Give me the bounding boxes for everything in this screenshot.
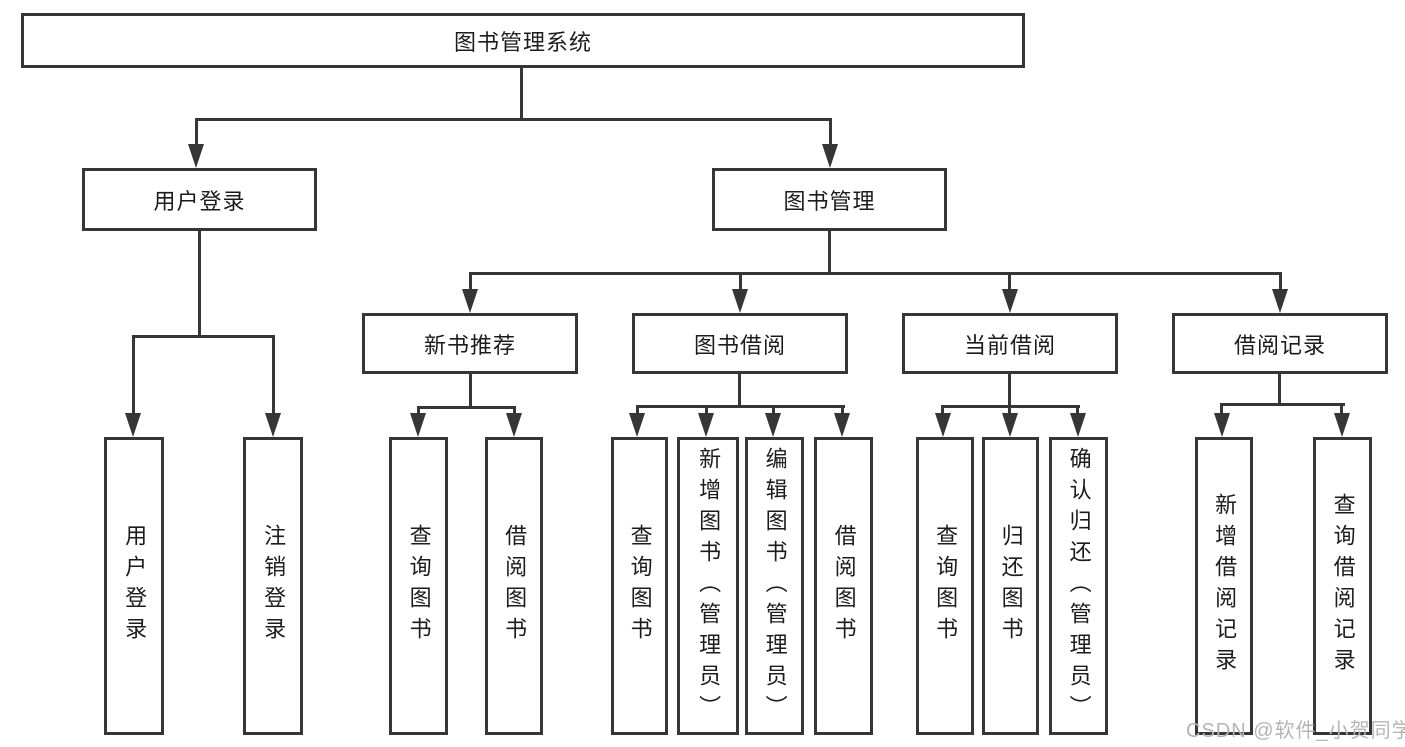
arrow-down-icon	[410, 413, 426, 437]
arrow-down-icon	[834, 413, 850, 437]
connector-vline	[1076, 407, 1079, 415]
connector-hline	[1220, 403, 1345, 406]
leaf-borrow-book-b: 借阅图书	[814, 437, 873, 735]
connector-vline	[636, 407, 639, 415]
connector-vline	[738, 374, 741, 407]
connector-vline	[829, 120, 832, 148]
connector-vline	[828, 231, 831, 274]
arrow-down-icon	[935, 413, 951, 437]
leaf-query-book-a: 查询图书	[389, 437, 448, 735]
leaf-confirm-return-admin: 确认归还（管理员）	[1049, 437, 1108, 735]
leaf-edit-book-admin: 编辑图书（管理员）	[745, 437, 804, 735]
connector-vline	[469, 274, 472, 291]
leaf-user-login-label: 用户登录	[122, 524, 148, 648]
arrow-down-icon	[1334, 413, 1350, 437]
connector-vline	[469, 374, 472, 408]
connector-hline	[941, 405, 1080, 408]
node-user-login-label: 用户登录	[153, 188, 246, 214]
arrow-down-icon	[506, 413, 522, 437]
node-root: 图书管理系统	[21, 13, 1025, 68]
leaf-borrow-book-a: 借阅图书	[485, 437, 543, 735]
node-book-borrow: 图书借阅	[632, 313, 848, 374]
leaf-edit-book-admin-label: 编辑图书（管理员）	[762, 446, 788, 726]
connector-vline	[1340, 405, 1343, 415]
arrow-down-icon	[1070, 413, 1086, 437]
connector-vline	[272, 337, 275, 415]
leaf-return-book: 归还图书	[982, 437, 1039, 735]
node-book-management: 图书管理	[712, 168, 947, 231]
connector-vline	[1220, 405, 1223, 415]
node-new-book-recommend-label: 新书推荐	[423, 332, 516, 358]
connector-vline	[513, 408, 516, 415]
connector-hline	[469, 272, 1282, 275]
leaf-confirm-return-admin-label: 确认归还（管理员）	[1066, 446, 1092, 726]
connector-vline	[520, 66, 523, 120]
connector-vline	[1008, 407, 1011, 415]
arrow-down-icon	[629, 413, 645, 437]
arrow-down-icon	[1002, 413, 1018, 437]
leaf-logout: 注销登录	[243, 437, 303, 735]
leaf-add-borrow-record-label: 新增借阅记录	[1212, 493, 1238, 679]
connector-hline	[417, 406, 516, 409]
leaf-user-login: 用户登录	[104, 437, 164, 735]
connector-hline	[132, 335, 275, 338]
connector-vline	[739, 274, 742, 291]
node-current-borrow: 当前借阅	[902, 313, 1118, 374]
leaf-query-borrow-record-label: 查询借阅记录	[1330, 493, 1356, 679]
node-user-login: 用户登录	[82, 168, 317, 231]
connector-vline	[941, 407, 944, 415]
leaf-borrow-book-a-label: 借阅图书	[502, 524, 528, 648]
node-root-label: 图书管理系统	[453, 29, 592, 55]
leaf-add-book-admin: 新增图书（管理员）	[677, 437, 739, 735]
node-new-book-recommend: 新书推荐	[362, 313, 578, 374]
connector-vline	[772, 407, 775, 415]
node-book-management-label: 图书管理	[783, 188, 876, 214]
csdn-watermark: CSDN @软件_小贺同学	[1186, 720, 1405, 742]
leaf-logout-label: 注销登录	[261, 524, 287, 648]
arrow-down-icon	[1214, 413, 1230, 437]
connector-vline	[1008, 374, 1011, 407]
leaf-query-book-a-label: 查询图书	[406, 524, 432, 648]
arrow-down-icon	[765, 413, 781, 437]
node-book-borrow-label: 图书借阅	[693, 332, 786, 358]
arrow-down-icon	[462, 289, 478, 313]
leaf-query-book-c-label: 查询图书	[933, 524, 959, 648]
connector-vline	[1278, 374, 1281, 406]
connector-hline	[636, 405, 845, 408]
leaf-query-book-b-label: 查询图书	[627, 524, 653, 648]
arrow-down-icon	[188, 144, 204, 168]
leaf-add-borrow-record: 新增借阅记录	[1195, 437, 1253, 735]
arrow-down-icon	[822, 144, 838, 168]
arrow-down-icon	[698, 413, 714, 437]
connector-hline	[195, 118, 832, 121]
connector-vline	[841, 407, 844, 415]
connector-vline	[417, 408, 420, 415]
leaf-add-book-admin-label: 新增图书（管理员）	[696, 446, 722, 726]
arrow-down-icon	[125, 413, 141, 437]
leaf-return-book-label: 归还图书	[998, 524, 1024, 648]
arrow-down-icon	[1272, 289, 1288, 313]
node-borrow-records-label: 借阅记录	[1233, 332, 1326, 358]
leaf-query-borrow-record: 查询借阅记录	[1313, 437, 1372, 735]
arrow-down-icon	[1002, 289, 1018, 313]
connector-vline	[195, 120, 198, 148]
leaf-query-book-c: 查询图书	[916, 437, 974, 735]
connector-vline	[705, 407, 708, 415]
node-borrow-records: 借阅记录	[1172, 313, 1388, 374]
connector-vline	[132, 337, 135, 415]
arrow-down-icon	[732, 289, 748, 313]
node-current-borrow-label: 当前借阅	[963, 332, 1056, 358]
leaf-query-book-b: 查询图书	[611, 437, 668, 735]
connector-vline	[1279, 274, 1282, 291]
connector-vline	[1008, 274, 1011, 291]
connector-vline	[198, 231, 201, 337]
arrow-down-icon	[265, 413, 281, 437]
leaf-borrow-book-b-label: 借阅图书	[831, 524, 857, 648]
